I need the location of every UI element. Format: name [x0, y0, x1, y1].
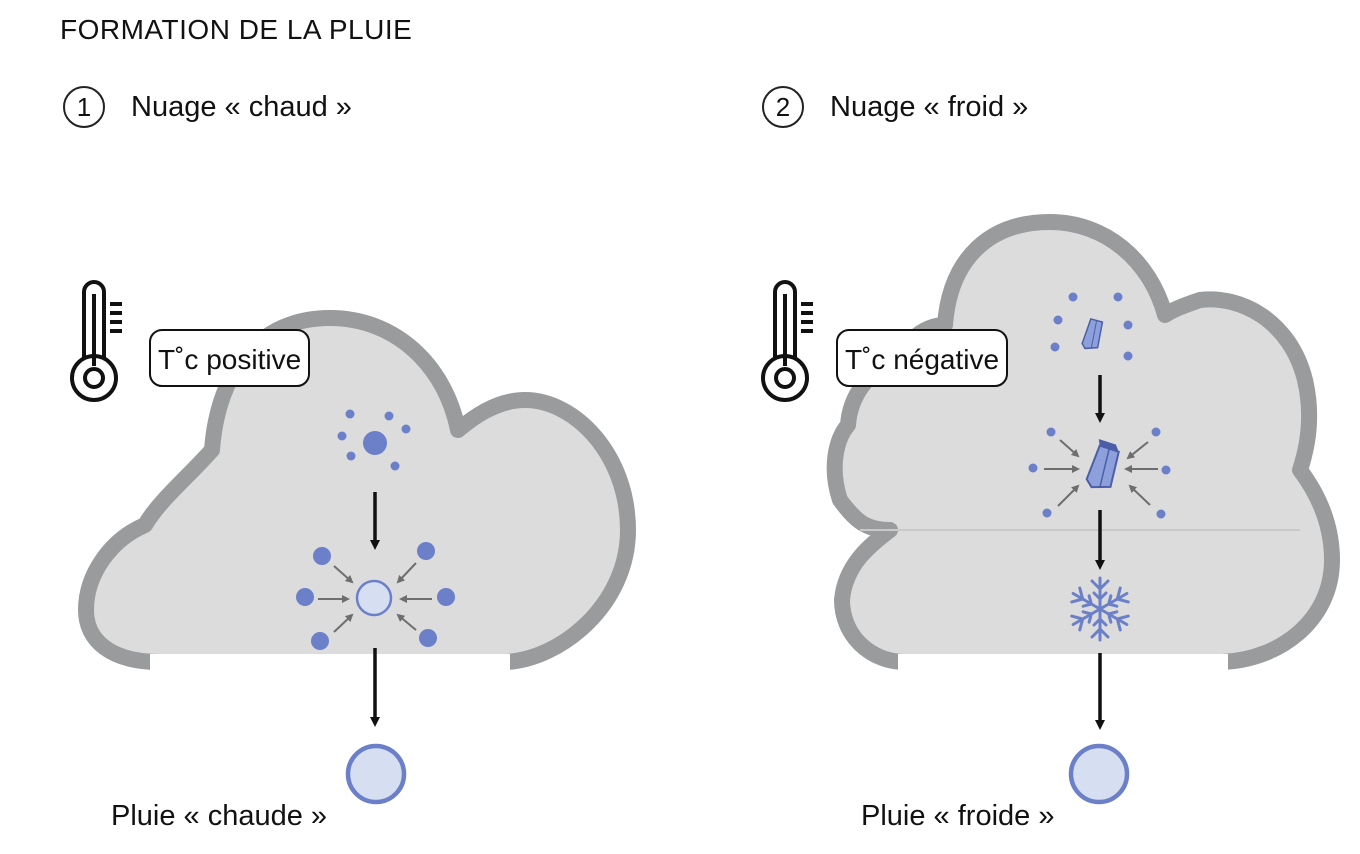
- snowflake-icon: [1070, 576, 1130, 642]
- panel-1-number: 1: [63, 86, 105, 128]
- panel-2-header: 2 Nuage « froid »: [762, 86, 1028, 128]
- temperature-label-positive: T˚c positive: [149, 329, 311, 387]
- panel-1-label: Nuage « chaud »: [131, 90, 352, 123]
- ice-crystal-icon: [1085, 438, 1120, 489]
- deposition-group: [1028, 427, 1171, 519]
- thermometer-icon: [70, 280, 122, 402]
- ice-nucleus: [1050, 292, 1133, 361]
- panel-1-header: 1 Nuage « chaud »: [63, 86, 352, 128]
- coalescence-group: [296, 542, 455, 650]
- panel-2-number: 2: [762, 86, 804, 128]
- condensation-nucleus: [337, 409, 411, 471]
- temperature-label-negative: T˚c négative: [836, 329, 1009, 387]
- thermometer-icon: [761, 280, 813, 402]
- ice-crystal-icon: [1081, 318, 1104, 350]
- diagram-title: FORMATION DE LA PLUIE: [60, 14, 413, 45]
- panel-2-label: Nuage « froid »: [830, 90, 1029, 123]
- result-label-cold-rain: Pluie « froide »: [861, 800, 1055, 832]
- raindrop-icon: [1068, 743, 1130, 805]
- warm-cloud: [78, 310, 636, 674]
- raindrop-icon: [345, 743, 407, 805]
- result-label-warm-rain: Pluie « chaude »: [111, 800, 328, 832]
